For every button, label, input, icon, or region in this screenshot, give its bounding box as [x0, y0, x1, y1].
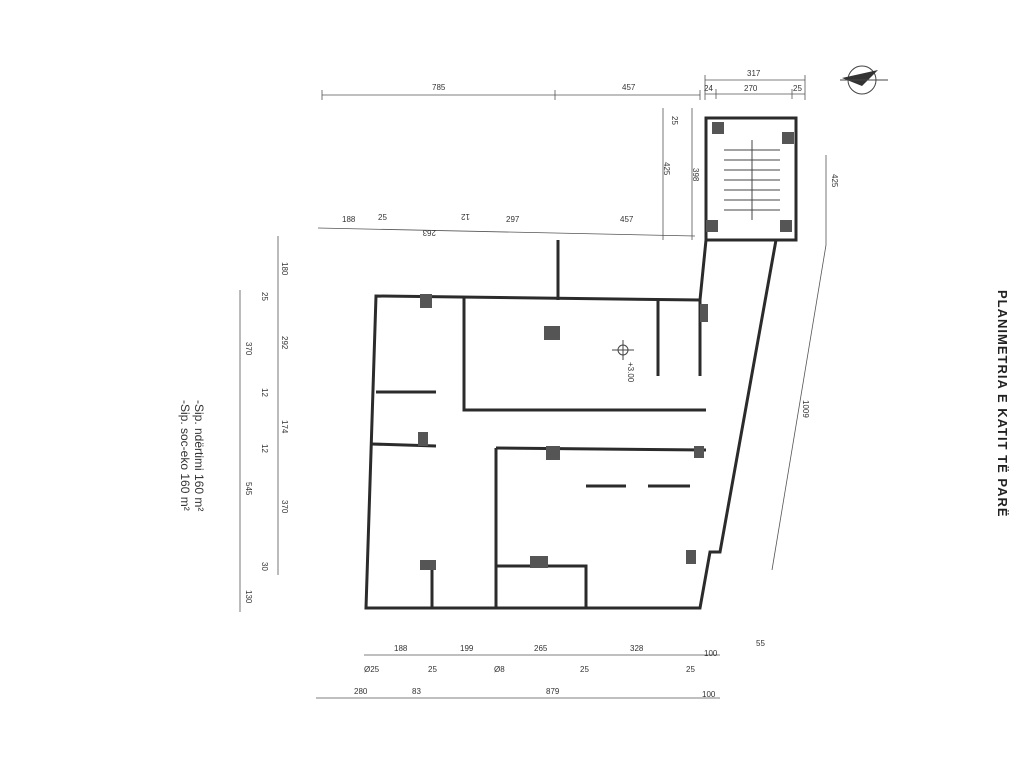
- north-arrow-icon: [840, 65, 888, 95]
- dim-left-174: 174: [280, 420, 289, 434]
- dim-stair-25: 25: [670, 116, 679, 125]
- dim-left-370b: 370: [280, 500, 289, 514]
- dim-bottom-row-2: 280 83 879 100: [316, 687, 720, 699]
- plan-columns: [418, 122, 794, 570]
- dim-b1-328: 328: [630, 644, 644, 653]
- dim-left-292: 292: [280, 336, 289, 350]
- dim-mid-12: 12: [461, 212, 470, 221]
- dim-left-180: 180: [280, 262, 289, 276]
- dim-b1-sub-3: 25: [580, 665, 589, 674]
- area-socio-economic: -Sip. soc-eko 160 m²: [178, 400, 192, 511]
- dim-b1-sub-1: 25: [428, 665, 437, 674]
- dim-b1-55: 55: [756, 639, 765, 648]
- dim-mid-25: 25: [378, 213, 387, 222]
- dim-left-130: 130: [244, 590, 253, 604]
- plan-walls: [364, 116, 798, 610]
- dim-left-30: 30: [260, 562, 269, 571]
- page-title: PLANIMETRIA E KATIT TË PARË: [995, 290, 1010, 518]
- area-construction: -Sip. ndërtimi 160 m²: [192, 400, 206, 512]
- dim-b1-sub-0: Ø25: [364, 665, 380, 674]
- dim-mid-263: 263: [422, 228, 436, 237]
- dim-top-25: 25: [793, 84, 802, 93]
- level-marker-text: +3.00: [626, 362, 635, 383]
- level-marker-icon: +3.00: [612, 340, 635, 383]
- dim-left-370: 370: [244, 342, 253, 356]
- dim-b1-188: 188: [394, 644, 408, 653]
- dim-right-425: 425: [830, 174, 839, 188]
- dim-b1-199: 199: [460, 644, 474, 653]
- dim-top-270: 270: [744, 84, 758, 93]
- dim-left-25: 25: [260, 292, 269, 301]
- dim-right-1009: 1009: [801, 400, 810, 418]
- dim-stair: 25 425 398: [662, 108, 700, 240]
- dim-left-545: 545: [244, 482, 253, 496]
- dim-b1-sub-2: Ø8: [494, 665, 505, 674]
- dim-mid-188: 188: [342, 215, 356, 224]
- dim-b2-100: 100: [702, 690, 716, 699]
- dim-bottom-row-1: 188 199 265 328 100 55 Ø25 25 Ø8 25 25: [364, 639, 765, 674]
- dim-top-317: 317: [747, 69, 761, 78]
- dim-top-row: 785 457 317 24 270 25: [321, 69, 806, 100]
- dim-mid-297: 297: [506, 215, 520, 224]
- dim-top-785: 785: [432, 83, 446, 92]
- dim-b1-265: 265: [534, 644, 548, 653]
- dim-mid-row: 188 25 263 12 297 457: [317, 212, 696, 237]
- dim-top-24: 24: [704, 84, 713, 93]
- dim-b2-280: 280: [354, 687, 368, 696]
- dim-left-col: 180 25 292 12 174 12 370 30 370 545 130: [239, 236, 289, 612]
- dim-left-12: 12: [260, 388, 269, 397]
- dim-right: 425 1009: [771, 155, 839, 571]
- dim-mid-457: 457: [620, 215, 634, 224]
- dim-left-12b: 12: [260, 444, 269, 453]
- dim-b2-83: 83: [412, 687, 421, 696]
- dim-stair-398: 398: [691, 168, 700, 182]
- dim-stair-425: 425: [662, 162, 671, 176]
- area-summary: -Sip. ndërtimi 160 m² -Sip. soc-eko 160 …: [178, 400, 206, 511]
- dim-b1-100: 100: [704, 649, 718, 658]
- dim-b2-879: 879: [546, 687, 560, 696]
- dim-b1-sub-4: 25: [686, 665, 695, 674]
- dim-top-457: 457: [622, 83, 636, 92]
